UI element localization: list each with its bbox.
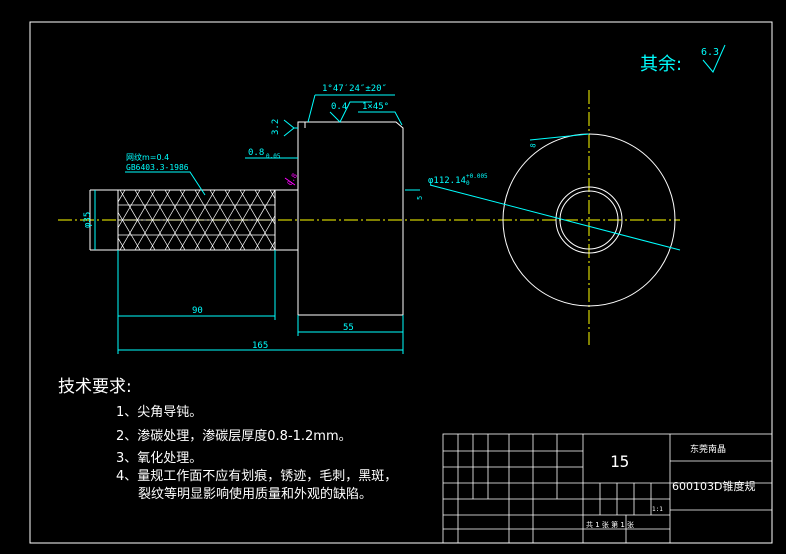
knurl-leader	[125, 171, 206, 196]
title-sheet: 共 1 张 第 1 张	[586, 520, 634, 529]
title-block	[442, 433, 773, 544]
knurl-line	[194, 190, 231, 250]
dim-offset-08: 0.8	[248, 148, 264, 158]
dim-phi112-tol-up: +0.005	[466, 173, 488, 180]
knurl-line	[118, 190, 141, 229]
note-2: 2、渗碳处理，渗碳层厚度0.8-1.2mm。	[116, 428, 352, 444]
roughness-other-label: 其余:	[640, 54, 682, 75]
knurl-line	[179, 190, 216, 250]
knurl-line	[118, 190, 126, 203]
dim-taper-angle: 1°47′24″±20″	[322, 84, 387, 94]
note-3: 3、氧化处理。	[116, 451, 202, 466]
dim-offset-08-tol: 0.05	[266, 153, 281, 160]
dim-90: 90	[192, 306, 203, 316]
note-1: 1、尖角导钝。	[116, 405, 202, 420]
knurl-line	[254, 215, 275, 250]
knurl-line	[209, 190, 246, 250]
dim-roughness-32: 3.2	[271, 119, 281, 135]
title-number: 15	[610, 452, 629, 471]
knurl-line	[118, 237, 126, 250]
knurl-line	[224, 190, 261, 250]
title-company: 东莞南晶	[690, 443, 726, 455]
knurl-spec: 网纹m=0.4	[126, 152, 169, 162]
knurl-line	[164, 190, 201, 250]
knurl-line	[149, 190, 186, 250]
dimensions-group	[94, 44, 726, 354]
sheet-border	[29, 21, 773, 544]
title-part-name: 600103D锥度规	[672, 479, 755, 493]
knurl-standard: GB6403.3-1986	[126, 163, 189, 172]
tapered-body	[297, 121, 404, 316]
dim-small-8: 8	[529, 143, 538, 149]
knurl-line	[134, 190, 171, 250]
title-scale: 1:1	[652, 506, 663, 513]
dim-phi112-tol-dn: 0	[466, 180, 470, 187]
knurl-line	[119, 190, 156, 250]
note-4: 4、量规工作面不应有划痕，锈迹，毛刺，黑斑，	[116, 468, 397, 484]
roughness-mark	[284, 177, 296, 186]
dim-phi112: φ112.14	[428, 176, 466, 186]
dim-chamfer: 1×45°	[362, 102, 389, 112]
notes-title: 技术要求:	[58, 377, 132, 397]
dim-small-5: 5	[416, 196, 424, 200]
bore-inner	[559, 190, 619, 250]
knurl-line	[239, 190, 275, 250]
note-4-cont: 裂纹等明显影响使用质量和外观的缺陷。	[138, 486, 372, 502]
dim-roughness-04: 0.4	[331, 102, 347, 112]
roughness-other-value: 6.3	[701, 47, 719, 58]
dim-small-08: 0.8	[286, 172, 299, 187]
dim-phi35: φ35	[83, 212, 93, 228]
dim-165: 165	[252, 341, 268, 351]
bore-outer	[555, 186, 623, 254]
dim-55: 55	[343, 323, 354, 333]
